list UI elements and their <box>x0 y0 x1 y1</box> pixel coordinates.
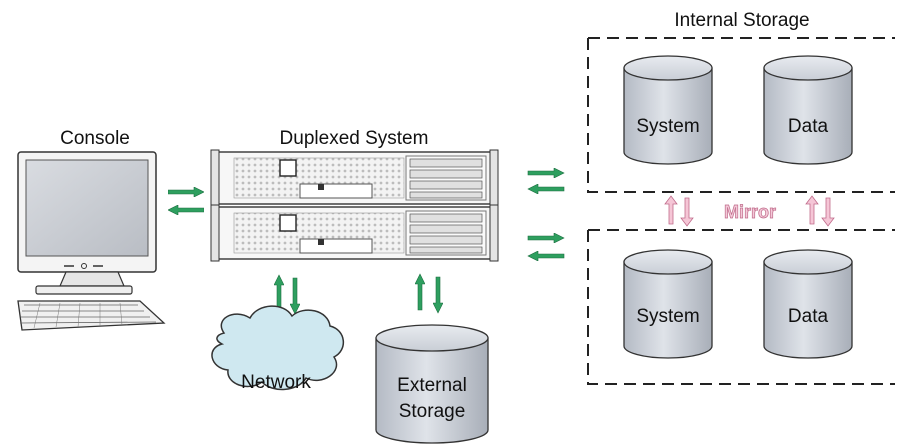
disk-icon <box>623 249 713 359</box>
disk-icon <box>623 55 713 165</box>
internal-storage-bottom-group: System Data <box>587 229 895 385</box>
mirror-arrows-right <box>805 195 835 227</box>
network-cloud-icon <box>211 305 344 391</box>
from-storage-top-arrow <box>527 184 565 194</box>
external-storage-up-arrow <box>415 273 425 311</box>
mirror-label: Mirror <box>724 202 776 222</box>
top-system-disk-label: System <box>636 116 699 137</box>
external-storage-label-line2: Storage <box>399 401 466 422</box>
external-storage-disk-icon <box>375 324 489 444</box>
console-in-arrow <box>168 205 204 215</box>
bottom-system-disk-label: System <box>636 306 699 327</box>
external-storage-down-arrow <box>433 276 443 314</box>
network-down-arrow <box>290 277 300 315</box>
console-label: Console <box>60 128 130 149</box>
console-out-arrow <box>168 187 204 197</box>
mirror-arrows-left <box>664 195 694 227</box>
disk-icon <box>763 249 853 359</box>
top-data-disk-label: Data <box>788 116 829 137</box>
console-computer-icon <box>17 151 166 331</box>
external-storage-label-line1: External <box>397 375 467 396</box>
duplexed-system-servers <box>210 149 499 262</box>
internal-storage-label: Internal Storage <box>674 10 809 31</box>
disk-icon <box>763 55 853 165</box>
internal-storage-top-group: System Data <box>587 37 895 193</box>
network-label: Network <box>241 372 311 393</box>
to-storage-bottom-arrow <box>527 233 565 243</box>
to-storage-top-arrow <box>527 168 565 178</box>
duplexed-system-label: Duplexed System <box>280 128 429 149</box>
bottom-data-disk-label: Data <box>788 306 829 327</box>
from-storage-bottom-arrow <box>527 251 565 261</box>
